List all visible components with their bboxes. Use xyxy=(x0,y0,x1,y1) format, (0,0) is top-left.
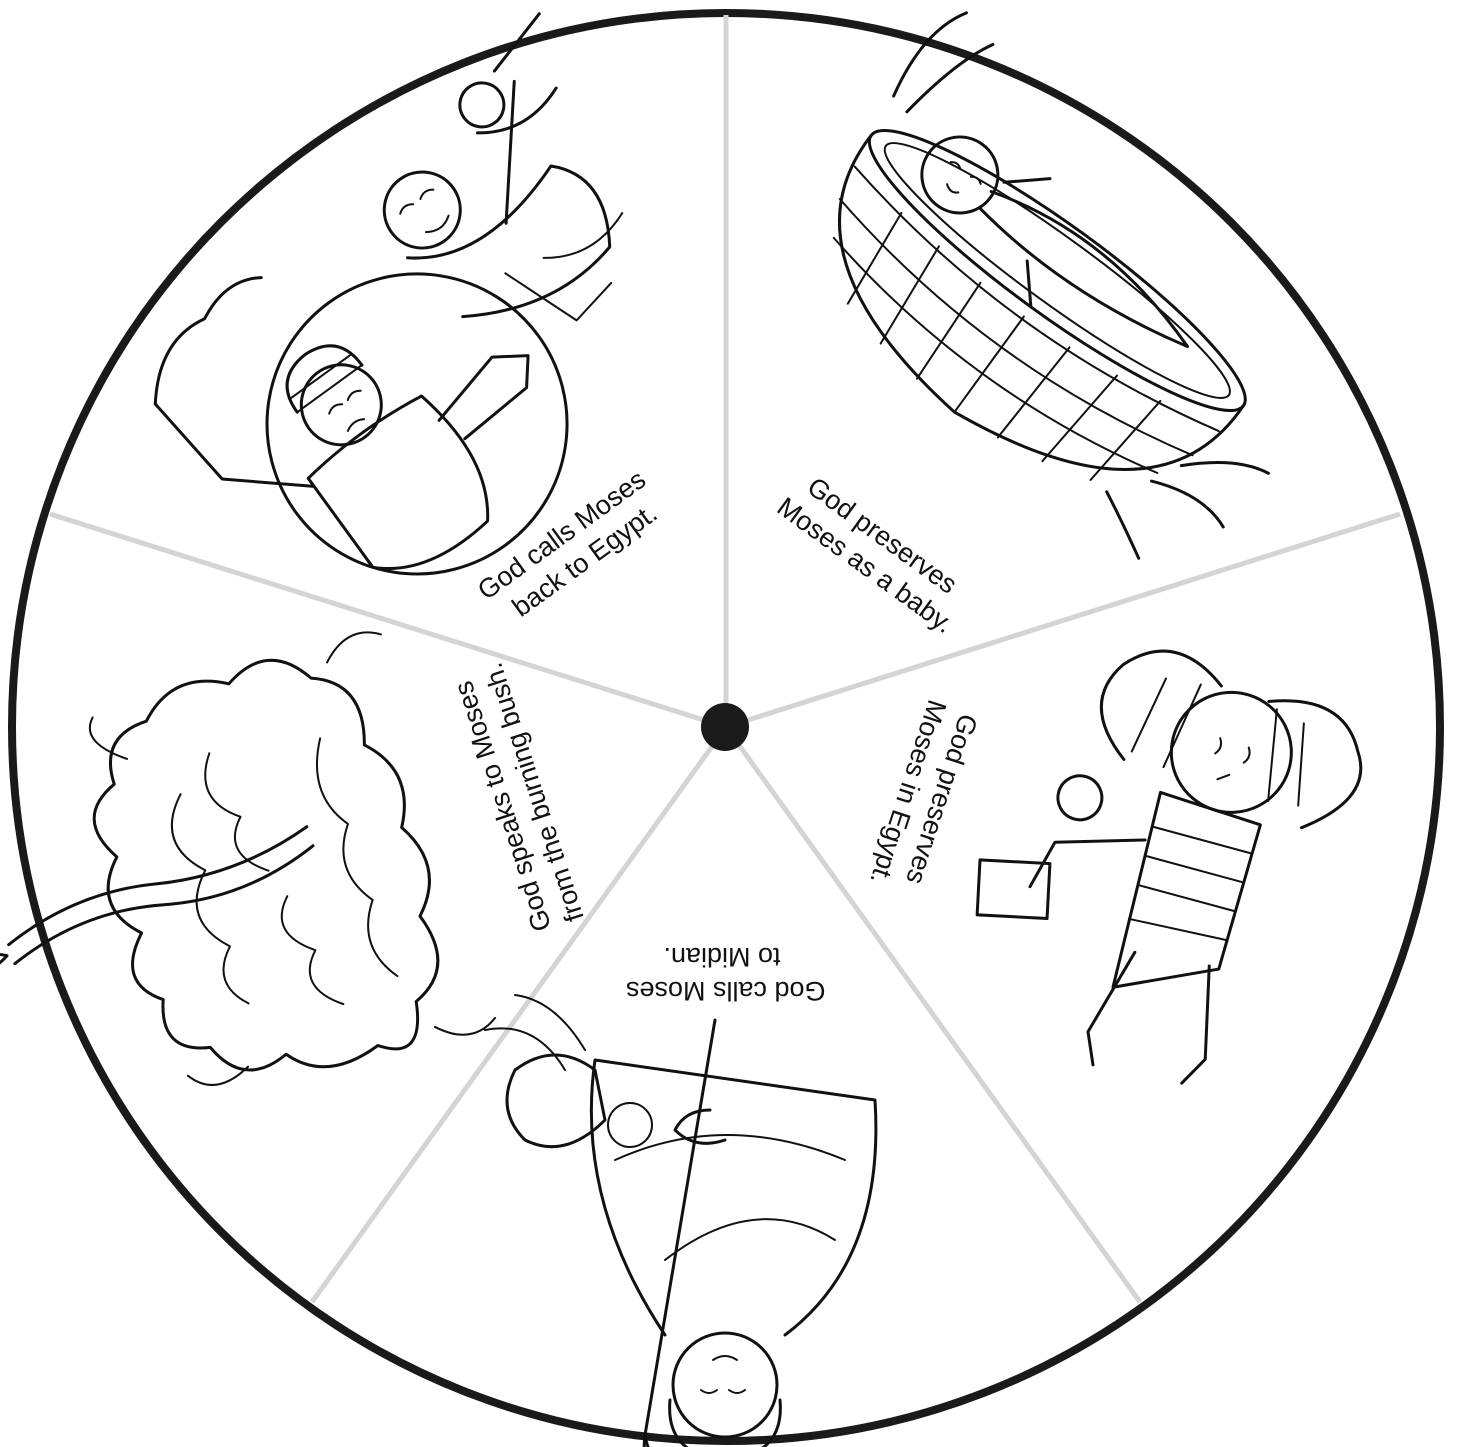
caption-line-2: to Midian. xyxy=(663,942,780,972)
caption-line-1: God calls Moses xyxy=(626,976,826,1006)
center-hub[interactable] xyxy=(701,703,749,751)
